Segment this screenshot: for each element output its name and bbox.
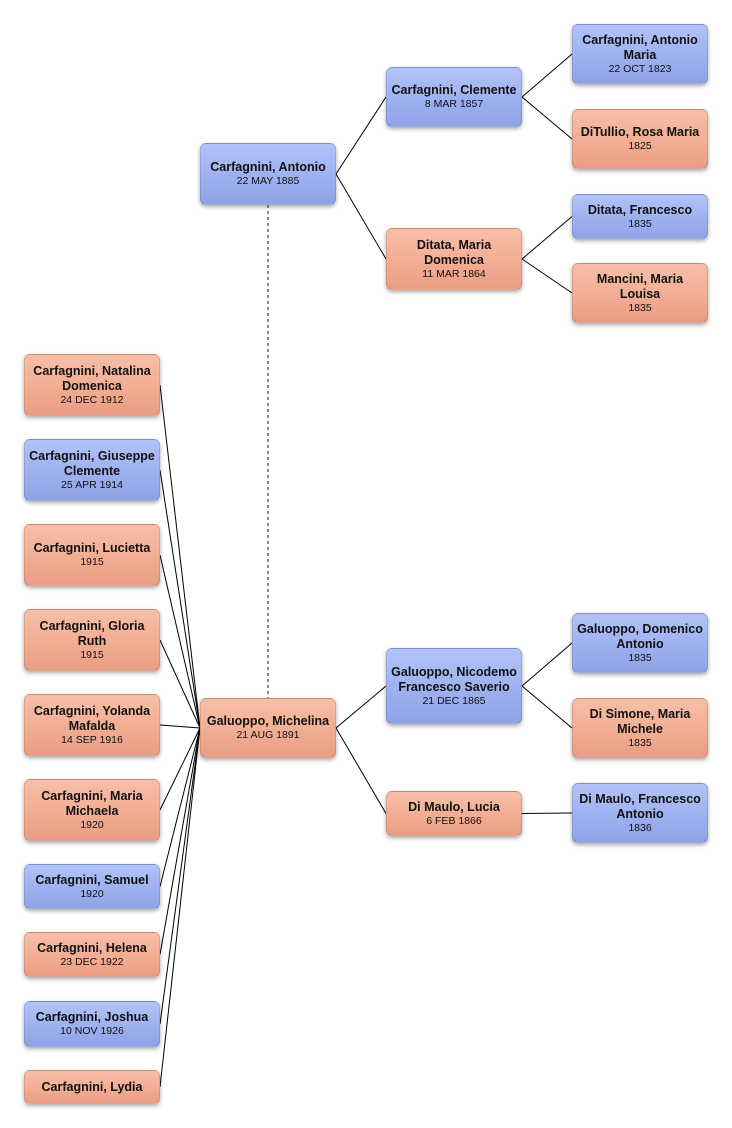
parent-connector-clemente-antonio-maria (521, 53, 573, 98)
child-connector-gloria (159, 639, 201, 729)
parent-connector-nicodemo-maria-michele (521, 685, 573, 729)
person-name: Carfagnini, Samuel (35, 872, 149, 887)
person-name: Di Maulo, Lucia (408, 799, 500, 814)
person-date: 1835 (628, 651, 652, 664)
person-name: Carfagnini, Helena (37, 940, 147, 955)
person-name: Carfagnini, Lydia (41, 1079, 143, 1094)
person-date: 11 MAR 1864 (422, 267, 486, 280)
child-connector-yolanda (159, 724, 201, 729)
parent-connector-michelina-lucia (335, 727, 387, 814)
person-name: Carfagnini, Maria Michaela (41, 788, 143, 818)
person-name: Carfagnini, Giuseppe Clemente (29, 448, 155, 478)
person-date: 21 AUG 1891 (236, 729, 300, 741)
person-date: 1835 (628, 301, 652, 314)
child-connector-natalina (159, 384, 201, 729)
person-name: Carfagnini, Yolanda Mafalda (33, 703, 151, 733)
child-connector-lucietta (159, 554, 201, 729)
person-date: 24 DEC 1912 (60, 393, 124, 406)
parent-connector-antonio-clemente (335, 96, 387, 175)
person-date: 10 NOV 1926 (60, 1025, 124, 1037)
parent-connector-maria-domenica-francesco-ditata (521, 216, 573, 260)
person-name: Carfagnini, Antonio Maria (582, 32, 698, 62)
person-date: 21 DEC 1865 (422, 694, 486, 707)
person-name: Di Simone, Maria Michele (589, 706, 691, 736)
parent-connector-michelina-nicodemo (335, 685, 387, 729)
person-date: 1835 (628, 736, 652, 749)
person-date: 1835 (628, 217, 652, 230)
person-name: Carfagnini, Antonio (210, 160, 326, 174)
person-date: 22 OCT 1823 (608, 62, 672, 75)
person-name: Galuoppo, Domenico Antonio (577, 621, 703, 651)
person-name: Galuoppo, Michelina (206, 714, 330, 728)
person-date: 1825 (628, 140, 652, 152)
child-connector-joshua (159, 727, 201, 1025)
parent-connector-antonio-maria-domenica (335, 173, 387, 260)
child-connector-samuel (159, 727, 201, 887)
parent-connector-lucia-francesco-dimaulo (521, 812, 573, 814)
person-date: 1920 (80, 887, 104, 900)
person-name: Galuoppo, Nicodemo Francesco Saverio (391, 664, 517, 694)
parent-connector-nicodemo-domenico (521, 642, 573, 687)
person-name: Mancini, Maria Louisa (596, 271, 684, 301)
person-date: 25 APR 1914 (61, 478, 123, 491)
person-name: Carfagnini, Natalina Domenica (33, 363, 151, 393)
person-name: Ditata, Francesco (587, 202, 693, 217)
person-name: DiTullio, Rosa Maria (580, 125, 700, 139)
person-name: Carfagnini, Joshua (35, 1010, 149, 1024)
child-connector-giuseppe (159, 469, 201, 729)
person-date: 22 MAY 1885 (236, 175, 300, 187)
person-date: 14 SEP 1916 (61, 733, 123, 746)
person-name: Ditata, Maria Domenica (416, 237, 492, 267)
person-box-lydia[interactable]: Carfagnini, Lydia (24, 1070, 160, 1104)
parent-connector-clemente-rosa-maria (521, 96, 573, 140)
person-date: 6 FEB 1866 (426, 814, 482, 827)
person-name: Carfagnini, Gloria Ruth (39, 618, 145, 648)
child-connector-helena (159, 727, 201, 955)
person-date: 1915 (80, 648, 104, 661)
child-connector-lydia (159, 727, 201, 1088)
person-date: 1915 (80, 556, 104, 568)
person-date: 1920 (80, 818, 104, 831)
person-date: 1836 (628, 821, 652, 834)
person-date: 8 MAR 1857 (424, 98, 484, 110)
parent-connector-maria-domenica-maria-louisa (521, 258, 573, 294)
person-date: 23 DEC 1922 (60, 955, 124, 968)
person-name: Carfagnini, Clemente (391, 83, 517, 97)
child-connector-maria-michaela (159, 727, 201, 811)
person-name: Carfagnini, Lucietta (33, 541, 151, 555)
person-name: Di Maulo, Francesco Antonio (579, 791, 701, 821)
